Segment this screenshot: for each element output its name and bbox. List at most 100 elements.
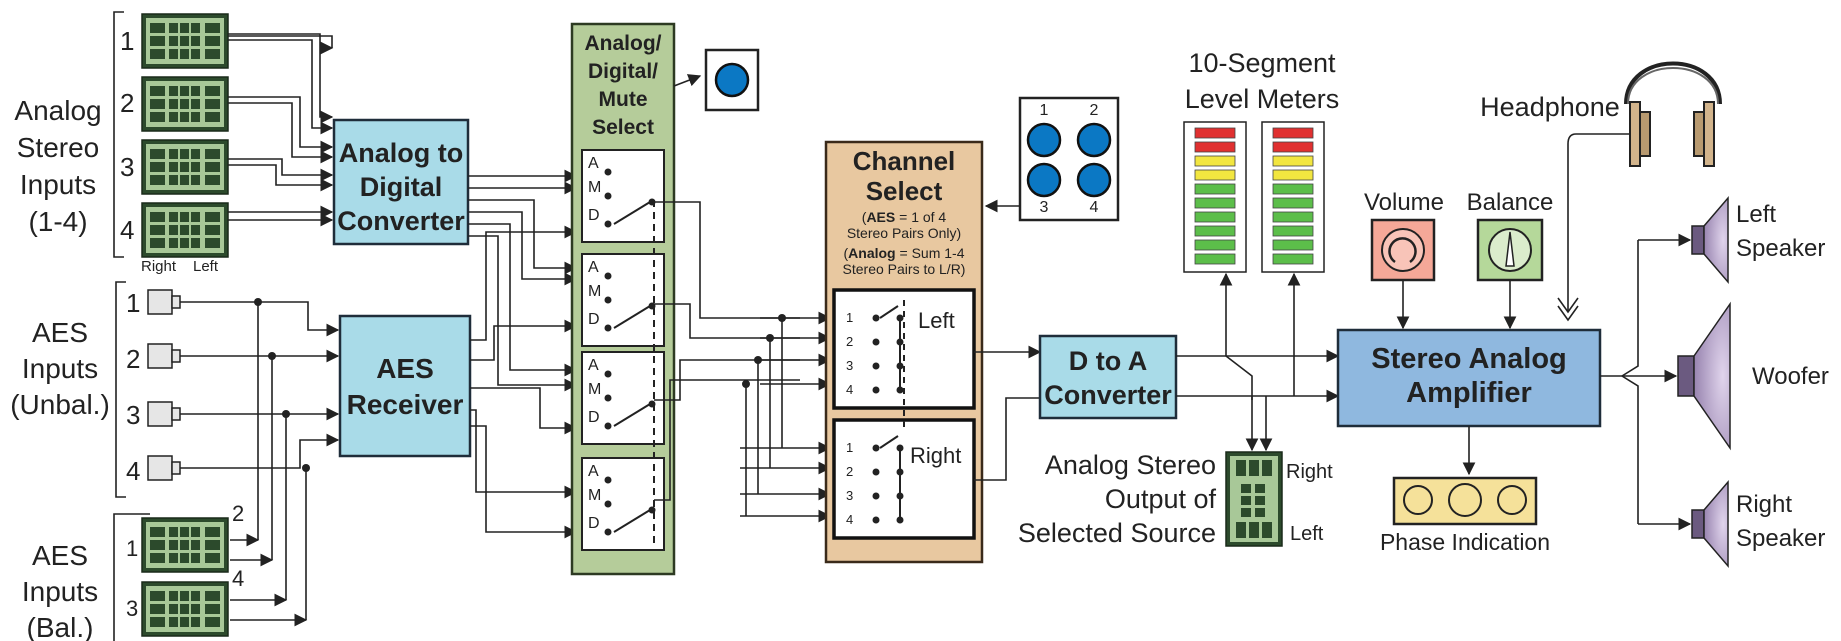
level-meters-label: 10-Segment Level Meters <box>1185 48 1340 114</box>
analog-connector-1 <box>141 13 229 69</box>
woofer-icon <box>1677 301 1731 451</box>
svg-text:1: 1 <box>846 440 853 455</box>
svg-text:Stereo Pairs Only): Stereo Pairs Only) <box>847 225 961 241</box>
bnc-connector-1 <box>147 289 181 315</box>
svg-text:AES: AES <box>376 353 434 384</box>
svg-text:1: 1 <box>126 536 138 561</box>
channel-button-2[interactable] <box>1076 122 1112 158</box>
amd-switch-2: AMD <box>581 253 665 347</box>
svg-text:4: 4 <box>846 512 853 527</box>
amd-switch-4: AMD <box>581 457 665 551</box>
meter-segment <box>1272 183 1314 195</box>
svg-text:4: 4 <box>846 382 853 397</box>
svg-text:Analog to: Analog to <box>339 138 463 168</box>
channel-button-3[interactable] <box>1026 162 1062 198</box>
aes-bal-channel-numbers: 2 1 4 3 <box>126 501 244 621</box>
svg-text:(Unbal.): (Unbal.) <box>10 389 110 420</box>
svg-text:(Bal.): (Bal.) <box>27 612 94 641</box>
to-channel-select-wires <box>654 201 832 523</box>
svg-text:AES: AES <box>32 540 88 571</box>
svg-text:Converter: Converter <box>1044 380 1172 410</box>
meter-segment <box>1194 127 1236 139</box>
balance-label: Balance <box>1467 189 1554 216</box>
svg-text:(Analog = Sum 1-4: (Analog = Sum 1-4 <box>844 245 965 261</box>
mute-select-button[interactable] <box>714 62 750 98</box>
analog-output-connector <box>1225 451 1283 547</box>
svg-text:Inputs: Inputs <box>22 576 98 607</box>
speaker-labels: Left Speaker Woofer Right Speaker <box>1736 201 1829 552</box>
svg-text:(AES = 1 of 4: (AES = 1 of 4 <box>862 209 947 225</box>
channel-button-4[interactable] <box>1076 162 1112 198</box>
channel-select-notes: (AES = 1 of 4 Stereo Pairs Only) (Analog… <box>843 209 966 277</box>
svg-text:Stereo Analog: Stereo Analog <box>1371 343 1567 375</box>
svg-text:Inputs: Inputs <box>22 353 98 384</box>
mute-button-arrow <box>673 74 702 87</box>
svg-text:M: M <box>588 487 601 504</box>
volume-knob[interactable] <box>1381 228 1425 272</box>
right-to-dac <box>974 397 1040 481</box>
meter-segment <box>1194 211 1236 223</box>
svg-text:Mute: Mute <box>599 88 648 111</box>
aes-input-wires <box>180 301 340 627</box>
meter-segment <box>1272 211 1314 223</box>
svg-text:Channel: Channel <box>853 146 956 176</box>
svg-text:Woofer: Woofer <box>1752 363 1829 390</box>
svg-text:3: 3 <box>846 358 853 373</box>
bnc-connector-4 <box>147 455 181 481</box>
svg-text:Select: Select <box>866 176 943 206</box>
channel-button-1[interactable] <box>1026 122 1062 158</box>
aes-unbal-inputs-label: AES Inputs (Unbal.) <box>10 317 110 420</box>
analog-connector-3 <box>141 139 229 195</box>
svg-text:Output of: Output of <box>1105 484 1217 514</box>
mute-select-title: Analog/ Digital/ Mute Select <box>585 32 662 139</box>
svg-text:1: 1 <box>120 26 134 56</box>
svg-text:Digital/: Digital/ <box>588 60 658 83</box>
svg-text:M: M <box>588 283 601 300</box>
amd-switch-3: AMD <box>581 351 665 445</box>
level-meter-left <box>1183 121 1247 273</box>
svg-text:Digital: Digital <box>360 172 443 202</box>
svg-text:A: A <box>588 155 599 172</box>
svg-text:2: 2 <box>846 464 853 479</box>
svg-text:Inputs: Inputs <box>20 169 96 200</box>
balance-knob[interactable] <box>1488 228 1532 272</box>
svg-text:Receiver: Receiver <box>347 389 464 420</box>
analog-connector-2 <box>141 76 229 132</box>
aes-bal-connector-1-2 <box>141 517 229 573</box>
right-speaker-icon <box>1691 479 1729 569</box>
channel-button-number: 2 <box>1090 102 1099 119</box>
svg-text:A: A <box>588 357 599 374</box>
svg-text:Stereo: Stereo <box>17 132 100 163</box>
analog-stereo-inputs-label: Analog Stereo Inputs (1-4) <box>14 95 101 237</box>
analog-channel-numbers: 1 2 3 4 <box>120 26 134 245</box>
svg-text:Converter: Converter <box>337 206 465 236</box>
output-left-label: Left <box>1290 523 1324 545</box>
meter-segment <box>1272 239 1314 251</box>
analog-to-digital-converter <box>332 118 470 246</box>
aes-receiver-label: AES Receiver <box>347 353 464 420</box>
amd-switch-1: AMD <box>581 149 665 243</box>
meter-segment <box>1194 169 1236 181</box>
svg-text:AES: AES <box>32 317 88 348</box>
analog-inputs-bracket <box>113 11 124 258</box>
bnc-connector-2 <box>147 343 181 369</box>
svg-text:3: 3 <box>120 152 134 182</box>
svg-text:3: 3 <box>126 596 138 621</box>
level-meters <box>1183 121 1325 273</box>
svg-text:Analog: Analog <box>14 95 101 126</box>
meter-segment <box>1194 141 1236 153</box>
svg-text:D to A: D to A <box>1069 346 1147 376</box>
svg-text:4: 4 <box>126 456 140 486</box>
svg-text:Speaker: Speaker <box>1736 235 1825 262</box>
phase-lamps <box>1403 483 1527 517</box>
meter-segment <box>1272 127 1314 139</box>
svg-text:3: 3 <box>846 488 853 503</box>
meter-segment <box>1194 239 1236 251</box>
right-switch-label: Right <box>910 443 961 468</box>
right-rotary-switch: 1 2 3 4 <box>846 435 904 527</box>
meter-segment <box>1272 169 1314 181</box>
svg-text:Right: Right <box>1736 491 1792 518</box>
adc-label: Analog to Digital Converter <box>337 138 465 236</box>
left-speaker-icon <box>1691 195 1729 285</box>
